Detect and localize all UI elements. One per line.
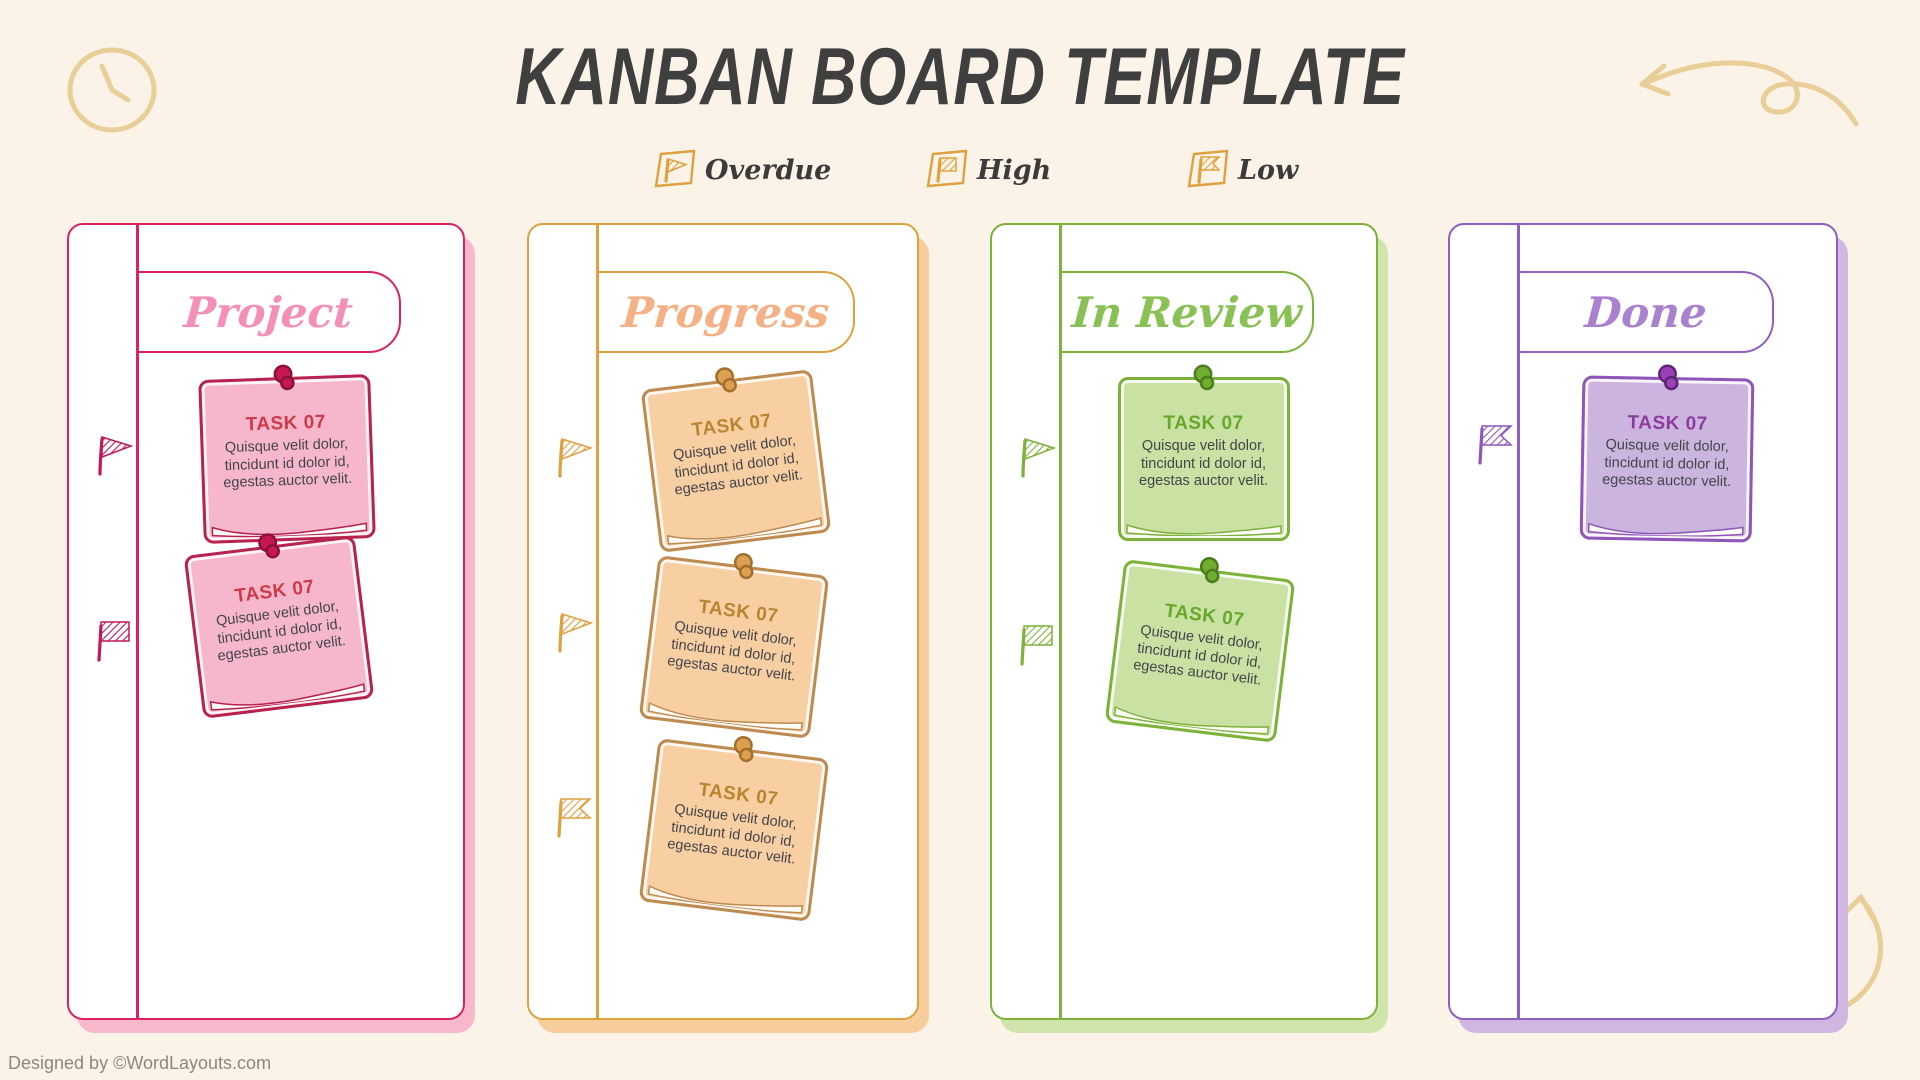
column-content: TASK 07 Quisque velit dolor, tincidunt i… bbox=[1062, 225, 1377, 1018]
clock-icon bbox=[67, 47, 157, 133]
task-note[interactable]: TASK 07 Quisque velit dolor, tincidunt i… bbox=[640, 367, 831, 553]
page-curl bbox=[209, 683, 365, 711]
overdue-flag-icon bbox=[1012, 427, 1058, 479]
task-note[interactable]: TASK 07 Quisque velit dolor, tincidunt i… bbox=[183, 533, 374, 719]
column-spine-line bbox=[1059, 225, 1062, 1018]
pushpin-icon bbox=[1199, 557, 1219, 584]
column-header: Progress bbox=[598, 271, 855, 353]
column-content: TASK 07 Quisque velit dolor, tincidunt i… bbox=[139, 225, 464, 1018]
legend-item-low: Low bbox=[1183, 148, 1298, 192]
column-card: Progress TASK 07 Quisque velit d bbox=[527, 223, 919, 1020]
column-header: Project bbox=[138, 271, 401, 353]
overdue-flag-icon bbox=[654, 149, 696, 188]
task-note[interactable]: TASK 07 Quisque velit dolor, tincidunt i… bbox=[638, 553, 829, 739]
task-body: Quisque velit dolor, tincidunt id dolor … bbox=[222, 435, 353, 492]
kanban-column-project: Project TASK 07 Quisque velit dolor, tin… bbox=[67, 223, 475, 1033]
column-header: In Review bbox=[1061, 271, 1314, 353]
legend-item-overdue: Overdue bbox=[650, 148, 831, 192]
low-flag-icon bbox=[1470, 415, 1516, 467]
column-spine-line bbox=[136, 225, 139, 1018]
low-flag-icon bbox=[1187, 149, 1229, 188]
task-title: TASK 07 bbox=[1163, 413, 1244, 434]
overdue-flag-icon bbox=[89, 425, 135, 477]
page-title: KANBAN BOARD TEMPLATE bbox=[515, 30, 1405, 122]
page-curl bbox=[1113, 706, 1269, 735]
page-curl bbox=[647, 702, 803, 731]
kanban-column-done: Done TASK 07 Quisque velit dolor, tincid… bbox=[1448, 223, 1848, 1033]
task-body: Quisque velit dolor, tincidunt id dolor … bbox=[1139, 438, 1268, 490]
overdue-flag-icon bbox=[549, 427, 595, 479]
page-curl bbox=[666, 517, 822, 545]
pushpin-icon bbox=[714, 367, 737, 393]
page-curl bbox=[647, 885, 803, 914]
low-flag-icon bbox=[549, 788, 595, 840]
legend-item-high: High bbox=[922, 148, 1051, 192]
legend-label: High bbox=[977, 154, 1052, 186]
pushpin-icon bbox=[273, 364, 295, 391]
column-card: Done TASK 07 Quisque velit dolor, tincid… bbox=[1448, 223, 1838, 1020]
pushpin-icon bbox=[733, 736, 753, 763]
pushpin-icon bbox=[1657, 364, 1679, 391]
page-curl bbox=[1587, 522, 1744, 537]
column-spine-line bbox=[1517, 225, 1520, 1018]
task-note[interactable]: TASK 07 Quisque velit dolor, tincidunt i… bbox=[1104, 557, 1295, 743]
column-card: In Review TASK 07 Quisque velit dolor, t… bbox=[990, 223, 1378, 1020]
column-spine-line bbox=[596, 225, 599, 1018]
high-flag-icon bbox=[1012, 614, 1058, 666]
column-content: TASK 07 Quisque velit dolor, tincidunt i… bbox=[1520, 225, 1837, 1018]
task-note[interactable]: TASK 07 Quisque velit dolor, tincidunt i… bbox=[1117, 364, 1290, 541]
task-note[interactable]: TASK 07 Quisque velit dolor, tincidunt i… bbox=[638, 736, 829, 922]
curved-arrow-icon bbox=[1839, 894, 1884, 1011]
task-note[interactable]: TASK 07 Quisque velit dolor, tincidunt i… bbox=[197, 364, 376, 544]
kanban-column-in-review: In Review TASK 07 Quisque velit dolor, t… bbox=[990, 223, 1388, 1033]
overdue-flag-icon bbox=[549, 602, 595, 654]
legend-label: Overdue bbox=[705, 154, 832, 186]
column-content: TASK 07 Quisque velit dolor, tincidunt i… bbox=[599, 225, 918, 1018]
legend-label: Low bbox=[1238, 154, 1299, 186]
task-body: Quisque velit dolor, tincidunt id dolor … bbox=[1601, 436, 1731, 491]
kanban-column-progress: Progress TASK 07 Quisque velit d bbox=[527, 223, 929, 1033]
designer-credit: Designed by ©WordLayouts.com bbox=[8, 1053, 272, 1073]
pushpin-icon bbox=[257, 533, 280, 559]
column-card: Project TASK 07 Quisque velit dolor, tin… bbox=[67, 223, 465, 1020]
page-curl bbox=[1125, 523, 1282, 536]
looped-arrow-icon bbox=[1639, 60, 1859, 127]
task-title: TASK 07 bbox=[1626, 412, 1708, 435]
task-note[interactable]: TASK 07 Quisque velit dolor, tincidunt i… bbox=[1579, 364, 1754, 543]
pushpin-icon bbox=[1193, 364, 1214, 391]
column-header: Done bbox=[1519, 271, 1774, 353]
pushpin-icon bbox=[733, 553, 753, 580]
task-title: TASK 07 bbox=[244, 411, 326, 436]
high-flag-icon bbox=[926, 149, 968, 188]
high-flag-icon bbox=[89, 610, 135, 662]
